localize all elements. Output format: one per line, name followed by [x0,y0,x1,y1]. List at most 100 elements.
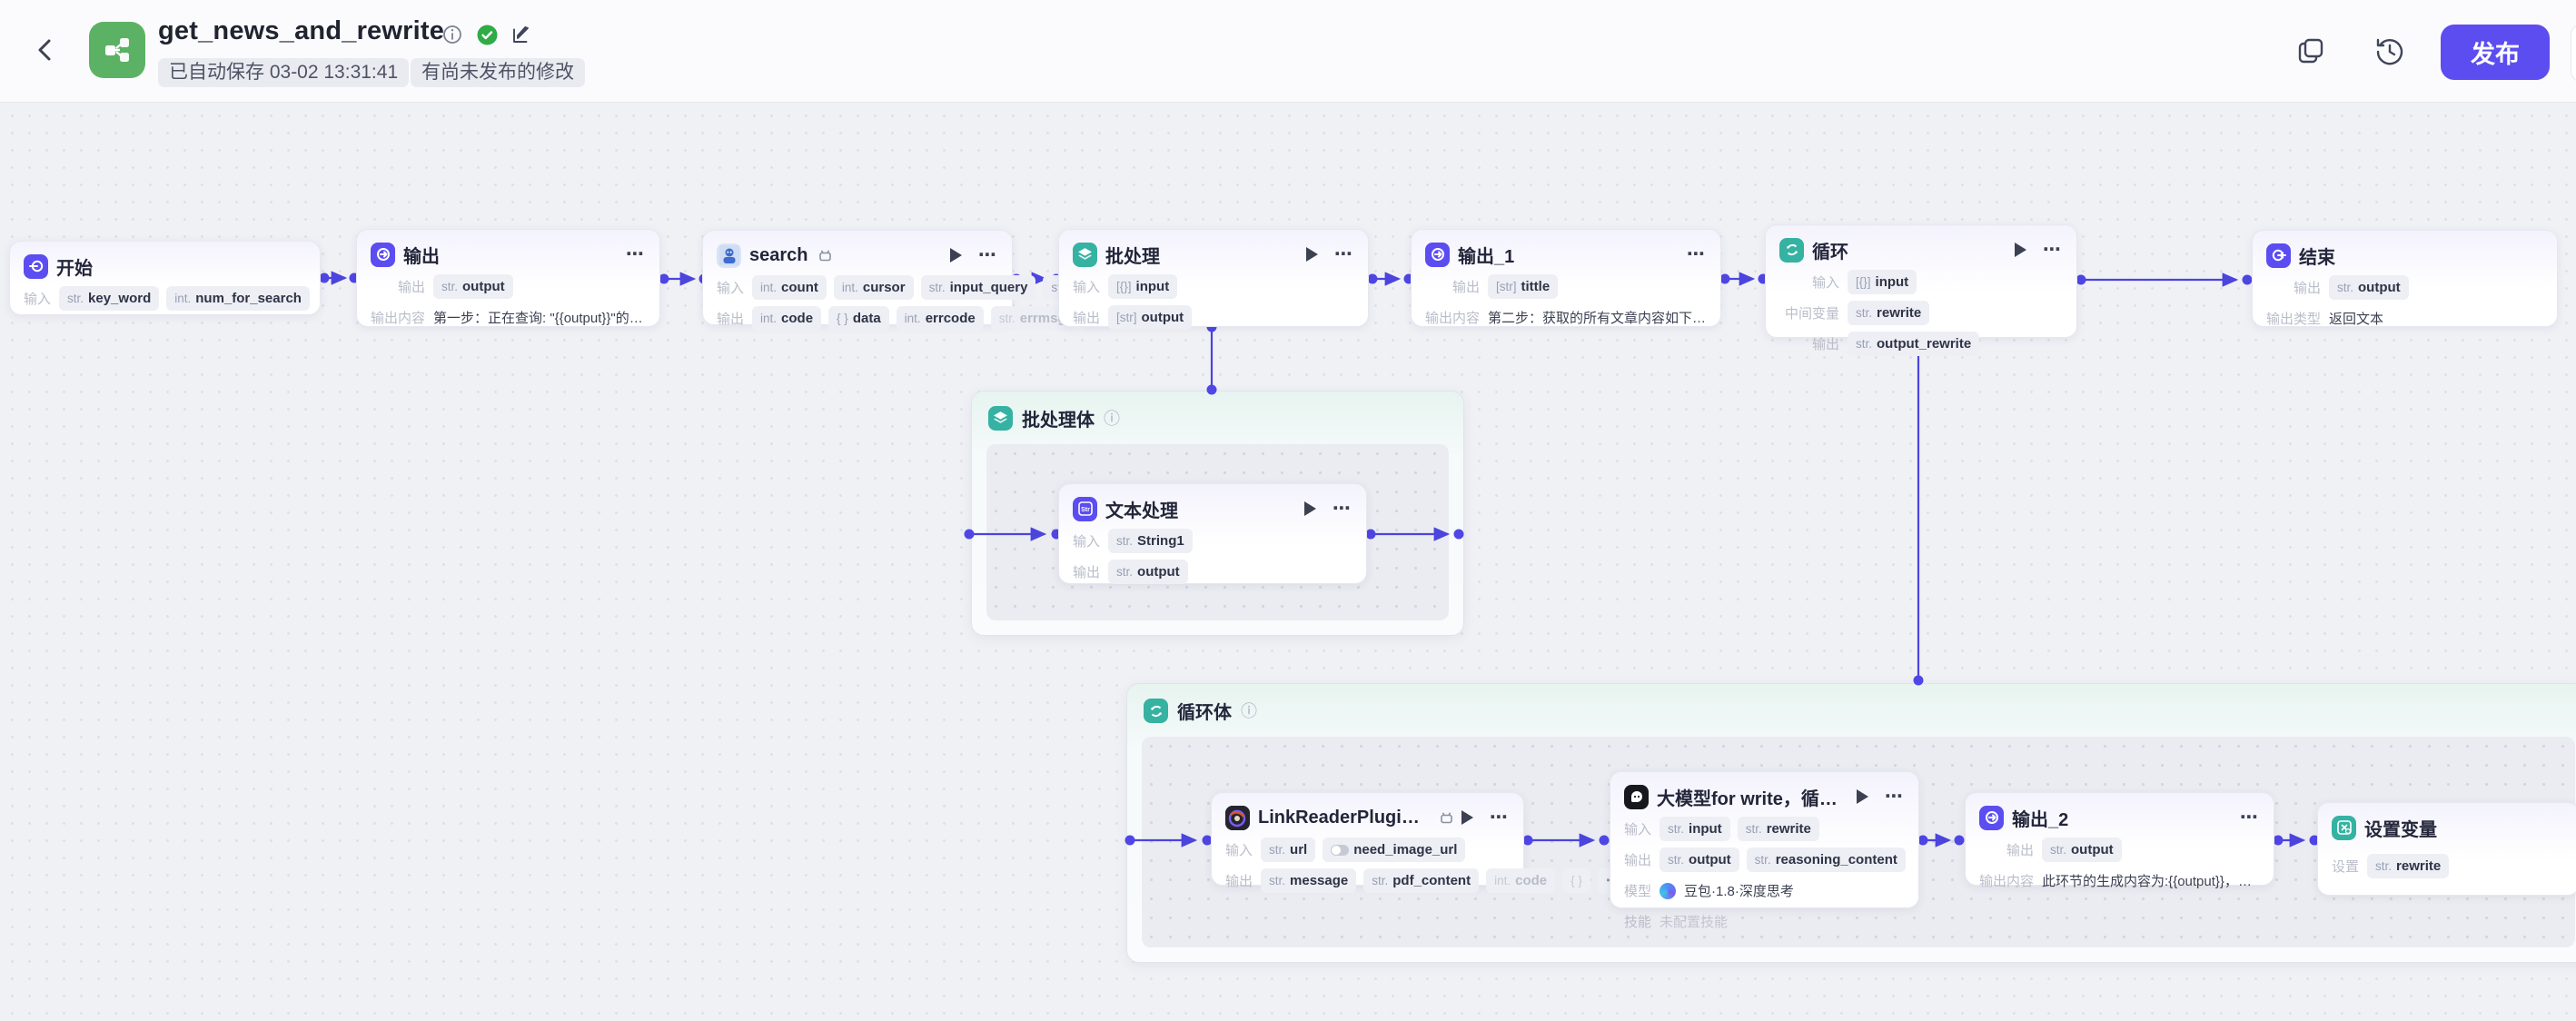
param-tags: str.output [2042,838,2122,862]
run-node-icon[interactable] [1461,810,1473,825]
run-node-icon[interactable] [950,248,962,263]
node-batch[interactable]: 批处理 ⋯ 输入 [{}]input 输出 [str]output [1058,229,1369,330]
workflow-app-icon [89,22,145,78]
param-tags: [{}]input [1848,270,1917,294]
row-label: 输入 [1624,822,1652,838]
row-label: 输出 [2293,281,2321,296]
node-llm[interactable]: 大模型for write，循环引用文章... ⋯ 输入 str.inputstr… [1610,771,1919,930]
collapsed-panel-edge[interactable] [2571,25,2576,82]
param-tag: str.input_query [920,275,1036,300]
setvar-node-icon [2332,815,2356,840]
node-output[interactable]: 输出 ⋯ 输出 str.output 输出内容 第一步：正在查询: "{{out… [356,229,660,327]
more-menu-icon[interactable]: ⋯ [1687,244,1707,264]
edit-title-icon[interactable] [510,24,532,50]
param-tag: [str]output [1108,305,1193,330]
workflow-title: get_news_and_rewrite [158,16,445,45]
more-menu-icon[interactable]: ⋯ [1490,808,1510,828]
row-label: 输出内容 [1979,874,2035,889]
param-tag: str.output [2042,838,2122,862]
more-menu-icon[interactable]: ⋯ [2240,808,2260,828]
model-name: 豆包·1.8·深度思考 [1684,884,1794,899]
run-node-icon[interactable] [1306,247,1318,262]
node-textproc[interactable]: Str 文本处理 ⋯ 输入 str.String1 输出 str.output [1058,483,1367,584]
row-label: 输出类型 [2266,312,2322,327]
param-tag: [{}]input [1108,274,1178,299]
linkreader-plugin-icon [1225,805,1250,830]
row-label: 输出 [1073,311,1101,326]
duplicate-icon[interactable] [2296,36,2329,69]
param-tag: int.cursor [833,275,914,300]
param-tag: { } [1562,868,1590,893]
node-title: 设置变量 [2364,819,2437,840]
svg-text:Str: Str [1081,507,1090,513]
param-tag: str.output [1108,560,1188,584]
param-tags: str.rewrite [1848,301,1930,325]
end-node-icon [2266,243,2291,268]
history-icon[interactable] [2374,36,2407,69]
run-node-icon[interactable] [1857,789,1868,804]
param-tags: str.rewrite [2367,854,2450,878]
top-bar: get_news_and_rewrite 已自动保存 03-02 13:31:4… [0,0,2576,103]
node-loop[interactable]: 循环 ⋯ 输入 [{}]input 中间变量 str.rewrite 输出 st… [1765,224,2077,356]
row-label: 中间变量 [1784,306,1839,322]
textproc-node-icon: Str [1073,496,1097,521]
node-title: 批处理 [1105,246,1160,267]
model-logo-icon [1660,882,1677,899]
loop-node-icon [1779,237,1804,263]
more-menu-icon[interactable]: ⋯ [626,244,646,264]
run-node-icon[interactable] [1304,501,1316,516]
row-label: 输出 [1624,853,1652,868]
node-setvar[interactable]: 设置变量 设置 str.rewrite [2317,802,2576,896]
info-icon[interactable] [441,24,463,50]
batch-body-title: 批处理体 [1022,411,1095,431]
row-label: 技能 [1624,915,1652,930]
info-icon[interactable]: ⓘ [1241,701,1257,720]
output-node-icon [1979,805,2004,830]
param-tag: int.errcode [896,306,984,331]
param-tags: str.output [433,274,513,299]
row-label: 输入 [1225,843,1253,858]
row-text: 返回文本 [2329,312,2384,327]
param-tags: str.String1 [1108,529,1193,553]
param-tag: str.url [1261,838,1316,862]
row-label: 设置 [2332,859,2360,875]
autosave-badge: 已自动保存 03-02 13:31:41 [158,58,410,87]
row-label: 输出 [717,312,745,327]
run-node-icon[interactable] [2015,243,2026,257]
llm-node-icon [1624,784,1649,809]
more-menu-icon[interactable]: ⋯ [978,245,998,265]
more-menu-icon[interactable]: ⋯ [2043,240,2063,260]
output-node-icon [371,242,395,267]
row-label: 输入 [717,281,745,296]
back-button[interactable] [33,35,60,67]
param-tag: str.input [1660,817,1730,841]
param-tags: [{}]input [1108,274,1178,299]
verified-icon [476,24,499,51]
param-tags: str.output [2329,275,2409,300]
row-label: 输入 [1073,280,1101,295]
more-menu-icon[interactable]: ⋯ [1333,499,1352,519]
row-text: 第一步：正在查询: "{{output}}"的相关内容。 [433,311,646,326]
node-title: 结束 [2299,247,2335,268]
node-title: 输出 [403,246,440,267]
param-tags: [str]tittle [1488,274,1559,299]
param-tag: str.key_word [59,286,160,311]
more-menu-icon[interactable]: ⋯ [1885,787,1905,807]
row-label: 输出 [397,280,425,295]
publish-button[interactable]: 发布 [2441,25,2550,80]
node-end[interactable]: 结束 输出 str.output 输出类型 返回文本 [2252,230,2558,327]
more-menu-icon[interactable]: ⋯ [1334,244,1354,264]
toggle-off-icon [1331,844,1350,856]
row-label: 输入 [24,292,52,307]
node-output1[interactable]: 输出_1 ⋯ 输出 [str]tittle 输出内容 第二步：获取的所有文章内容… [1411,229,1721,327]
info-icon[interactable]: ⓘ [1104,409,1120,428]
node-output2[interactable]: 输出_2 ⋯ 输出 str.output 输出内容 此环节的生成内容为:{{ou… [1965,792,2274,889]
